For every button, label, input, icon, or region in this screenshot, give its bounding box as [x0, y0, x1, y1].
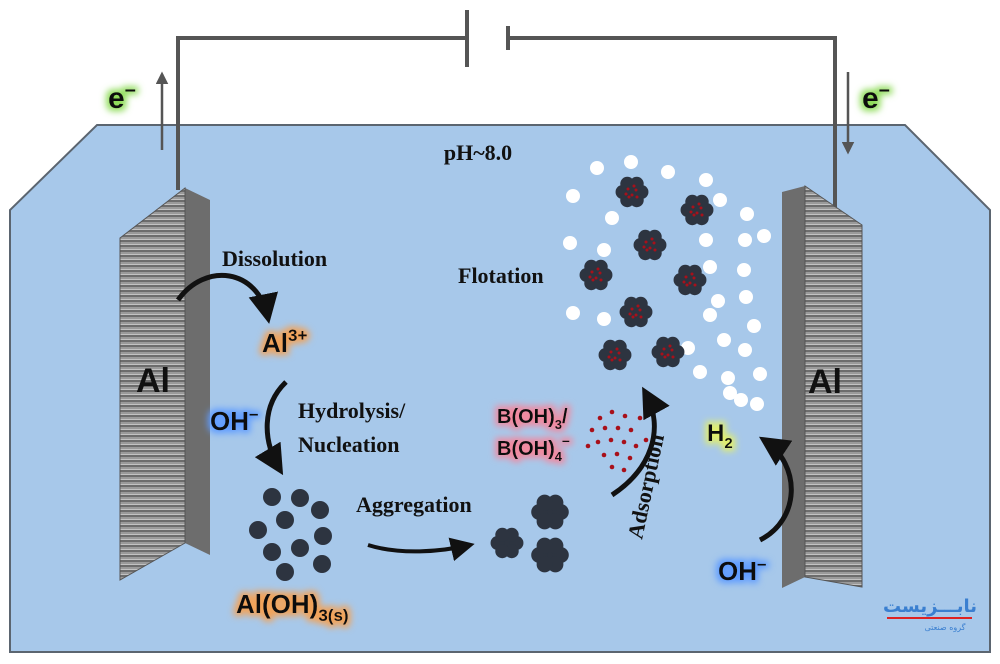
svg-text:نابـــزیست: نابـــزیست	[883, 596, 977, 617]
boron-dot	[622, 413, 628, 419]
svg-text:گروه صنعتی: گروه صنعتی	[925, 622, 966, 632]
loaded-floc	[673, 264, 707, 296]
boron-dot	[614, 451, 620, 457]
boron-dot	[589, 427, 595, 433]
bubble	[713, 193, 727, 207]
loaded-floc	[598, 339, 632, 371]
boron-dot	[585, 443, 591, 449]
boric-acid-label: B(OH)3/	[497, 406, 568, 432]
bubble	[693, 365, 707, 379]
hydrogen-bubbles	[563, 155, 771, 411]
dissolution-label: Dissolution	[222, 246, 327, 271]
loaded-floc	[651, 336, 685, 368]
bubble	[597, 312, 611, 326]
battery-icon	[465, 10, 510, 67]
bubble	[740, 207, 754, 221]
bubble	[747, 319, 761, 333]
boron-dot	[597, 415, 603, 421]
floc-cluster	[531, 537, 569, 573]
bubble	[723, 386, 737, 400]
loaded-floc	[680, 194, 714, 226]
boron-dot	[621, 467, 627, 473]
bubble	[717, 333, 731, 347]
bubble	[566, 306, 580, 320]
loaded-floc	[633, 229, 667, 261]
bubble	[661, 165, 675, 179]
loaded-floc	[615, 176, 649, 208]
aluminum-hydroxide-particles	[249, 488, 332, 581]
ph-label: pH~8.0	[444, 140, 512, 165]
bubble	[563, 236, 577, 250]
aluminum-ion-label: Al3+	[262, 326, 307, 358]
boron-dot	[621, 439, 627, 445]
bubble	[681, 341, 695, 355]
boron-dot	[633, 443, 639, 449]
boron-dot	[595, 439, 601, 445]
loaded-floc	[619, 296, 653, 328]
boron-dot	[602, 425, 608, 431]
aggregated-flocs	[490, 494, 569, 573]
loaded-floc	[579, 259, 613, 291]
boron-dot	[627, 455, 633, 461]
bubble	[721, 371, 735, 385]
bubble	[738, 343, 752, 357]
bubble	[711, 294, 725, 308]
floc-cluster	[531, 494, 569, 530]
cathode-electrode: Al	[782, 185, 863, 588]
boron-dot	[615, 425, 621, 431]
aggregation-arrow	[367, 537, 475, 562]
bubble	[699, 233, 713, 247]
aluminum-hydroxide-label: Al(OH)3(s)	[236, 589, 349, 625]
bubble	[703, 308, 717, 322]
bubble	[750, 397, 764, 411]
hydrolysis-arrow	[254, 380, 288, 476]
borate-label: B(OH)4–	[497, 432, 570, 464]
bubble	[605, 211, 619, 225]
loaded-flocs	[579, 176, 714, 371]
cathode-label: Al	[808, 363, 842, 401]
electron-label-left: e–	[108, 79, 136, 115]
water-tank	[9, 124, 991, 653]
anode-electrode: Al	[119, 186, 210, 581]
bubble	[737, 263, 751, 277]
bubble	[757, 229, 771, 243]
boron-dot	[608, 437, 614, 443]
bubble	[699, 173, 713, 187]
bubble	[753, 367, 767, 381]
nucleation-label-text: Nucleation	[298, 432, 399, 457]
electron-label-right: e–	[862, 79, 890, 115]
aggregation-label: Aggregation	[356, 492, 472, 517]
flotation-label: Flotation	[458, 263, 544, 288]
boron-particles	[585, 409, 649, 473]
boron-dot	[601, 452, 607, 458]
boron-dot	[609, 464, 615, 470]
hydrogen-evolution-arrow	[758, 436, 794, 543]
boron-dot	[637, 415, 643, 421]
boron-dot	[643, 437, 649, 443]
bubble	[703, 260, 717, 274]
bubble	[624, 155, 638, 169]
boron-dot	[628, 427, 634, 433]
external-circuit	[176, 36, 837, 210]
hydrolysis-label: Hydrolysis/	[298, 398, 406, 423]
dissolution-arrow	[175, 273, 278, 324]
floc-cluster	[490, 527, 524, 559]
bubble	[734, 393, 748, 407]
hydroxide-label-left: OH–	[210, 404, 258, 436]
bubble	[590, 161, 604, 175]
adsorption-arrow	[610, 386, 670, 498]
bubble	[739, 290, 753, 304]
hydroxide-label-right: OH–	[718, 554, 766, 586]
hydrogen-label: H2	[707, 420, 733, 452]
anode-label: Al	[136, 362, 170, 400]
bubble	[566, 189, 580, 203]
bubble	[597, 243, 611, 257]
boron-dot	[609, 409, 615, 415]
watermark-logo: نابـــزیست گروه صنعتی	[883, 596, 977, 632]
bubble	[738, 233, 752, 247]
